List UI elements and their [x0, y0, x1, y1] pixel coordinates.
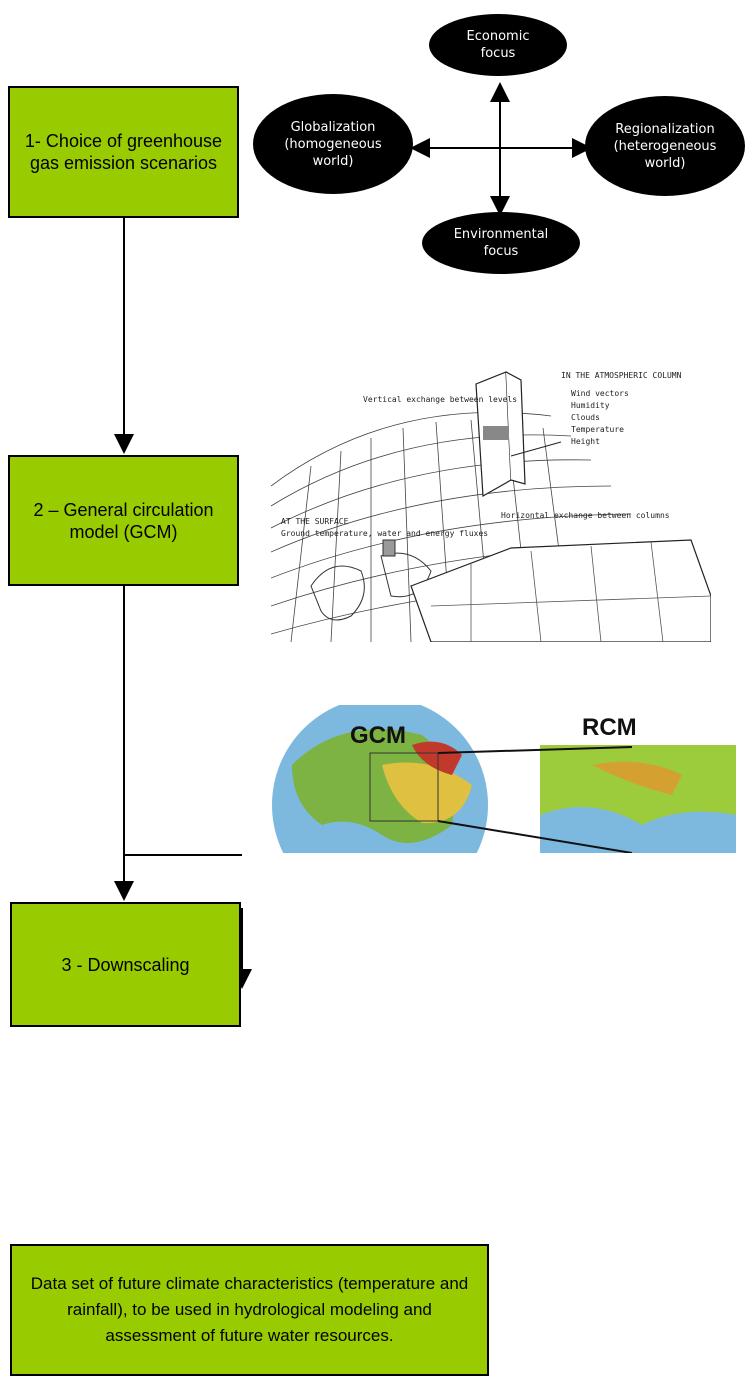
gcm-vertical-label: Vertical exchange between levels: [363, 395, 517, 404]
gcm-surface-title: AT THE SURFACE: [281, 517, 349, 526]
gcm-item-clouds: Clouds: [571, 413, 600, 422]
step2-box: 2 – General circulation model (GCM): [8, 455, 239, 586]
step2-label: 2 – General circulation model (GCM): [33, 499, 214, 542]
rcm-label: RCM: [582, 714, 637, 741]
step3-label: 3 - Downscaling: [61, 954, 190, 975]
step3-box: 3 - Downscaling: [10, 902, 241, 1027]
gcm-item-height: Height: [571, 437, 600, 446]
gcm-item-humidity: Humidity: [571, 401, 610, 410]
output-label: Data set of future climate characteristi…: [30, 1274, 469, 1345]
step1-label: 1- Choice of greenhouse gas emission sce…: [24, 131, 223, 173]
gcm-column-title: IN THE ATMOSPHERIC COLUMN: [561, 371, 682, 380]
connector-step3-out: [123, 772, 242, 856]
gcm-grid-figure: IN THE ATMOSPHERIC COLUMN Wind vectors H…: [271, 356, 711, 642]
gcm-item-temperature: Temperature: [571, 425, 624, 434]
gcm-horizontal-label: Horizontal exchange between columns: [501, 511, 670, 520]
scenario-regionalization: Regionalization (heterogeneous world): [585, 96, 745, 196]
gcm-item-wind: Wind vectors: [571, 389, 629, 398]
scenario-globalization: Globalization (homogeneous world): [253, 94, 413, 194]
scenario-economic: Economic focus: [429, 14, 567, 76]
output-box: Data set of future climate characteristi…: [10, 1244, 489, 1376]
step1-box: 1- Choice of greenhouse gas emission sce…: [8, 86, 239, 218]
gcm-surface-desc: Ground temperature, water and energy flu…: [281, 529, 488, 538]
downscaling-figure: GCM RCM: [262, 705, 745, 853]
scenario-environmental: Environmental focus: [422, 212, 580, 274]
gcm-label: GCM: [350, 722, 406, 749]
